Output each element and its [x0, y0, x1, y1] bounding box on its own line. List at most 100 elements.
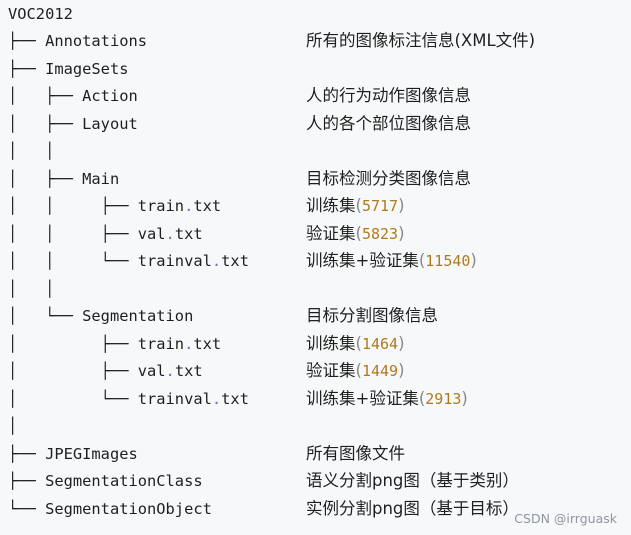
- tree-branch: │ └──: [8, 389, 138, 408]
- entry-description: 验证集(5823): [306, 222, 405, 246]
- tree-branch: │ ├──: [8, 87, 83, 105]
- entry-name: trainval: [137, 252, 212, 270]
- description-text: 训练集+验证集: [306, 251, 419, 270]
- entry-description: 训练集+验证集(11540): [306, 249, 477, 273]
- entry-name: val: [137, 224, 166, 243]
- ext-dot: .: [211, 252, 222, 270]
- tree-branch: └──: [8, 499, 46, 518]
- entry-description: 所有图像文件: [306, 442, 405, 466]
- description-text: 人的行为动作图像信息: [306, 86, 471, 105]
- count-close-paren: ): [398, 333, 405, 353]
- ext-dot: .: [165, 362, 175, 380]
- entry-ext: txt: [193, 334, 222, 353]
- description-text: 实例分割png图（基于目标）: [306, 498, 519, 518]
- tree-branch: │ └──: [8, 307, 83, 325]
- image-count: 2913: [425, 389, 462, 408]
- image-count: 11540: [425, 252, 471, 270]
- description-text: 人的各个部位图像信息: [306, 113, 471, 133]
- entry-description: 训练集(1464): [306, 332, 405, 356]
- tree-branch: │ ├──: [8, 334, 138, 353]
- ext-dot: .: [211, 389, 222, 408]
- entry-name: train: [137, 197, 185, 215]
- description-text: 训练集: [306, 196, 356, 215]
- entry-name: SegmentationClass: [45, 472, 203, 490]
- entry-description: 训练集+验证集(2913): [306, 387, 468, 411]
- count-open-paren: (: [355, 333, 362, 353]
- tree-line: │ ├── val.txt: [8, 359, 203, 383]
- tree-branch: │ ├──: [8, 169, 83, 188]
- entry-ext: txt: [193, 197, 222, 215]
- tree-line: ├── Annotations: [8, 29, 147, 53]
- entry-ext: txt: [174, 362, 203, 380]
- entry-name: trainval: [137, 389, 212, 408]
- tree-branch: │ │ └──: [8, 252, 138, 270]
- tree-line: │ ├── Action: [8, 84, 138, 108]
- tree-branch: │ │ ├──: [8, 224, 138, 243]
- entry-name: SegmentationObject: [45, 499, 212, 518]
- entry-name: train: [137, 334, 185, 353]
- description-text: 验证集: [306, 223, 356, 243]
- tree-branch: ├──: [8, 472, 46, 490]
- ext-dot: .: [165, 224, 175, 243]
- tree-branch: ├──: [8, 59, 46, 78]
- entry-name: Segmentation: [82, 307, 194, 325]
- image-count: 1464: [361, 334, 399, 353]
- entry-name: Action: [82, 87, 138, 105]
- tree-line: ├── SegmentationClass: [8, 469, 203, 493]
- entry-ext: txt: [221, 252, 249, 270]
- ext-dot: .: [184, 334, 194, 353]
- description-text: 验证集: [306, 361, 356, 380]
- tree-line: │ │ └── trainval.txt: [8, 249, 249, 273]
- entry-name: val: [137, 362, 166, 380]
- entry-description: 所有的图像标注信息(XML文件): [306, 29, 535, 53]
- entry-description: 验证集(1449): [306, 359, 405, 383]
- count-open-paren: (: [418, 388, 426, 408]
- count-close-paren: ): [470, 251, 477, 270]
- description-text: 训练集+验证集: [306, 388, 419, 408]
- tree-line: │ │ ├── val.txt: [8, 222, 203, 246]
- entry-description: 人的各个部位图像信息: [306, 112, 471, 136]
- tree-branch: ├──: [8, 32, 46, 50]
- entry-name: ImageSets: [45, 59, 129, 78]
- description-text: 目标分割图像信息: [306, 306, 438, 325]
- tree-branch: │: [8, 417, 18, 435]
- count-open-paren: (: [418, 251, 426, 270]
- entry-name: Layout: [82, 114, 138, 133]
- image-count: 5823: [361, 224, 399, 243]
- description-text: 训练集: [306, 333, 356, 353]
- count-close-paren: ): [398, 361, 405, 380]
- entry-name: JPEGImages: [45, 444, 138, 463]
- image-count: 1449: [361, 362, 399, 380]
- entry-description: 人的行为动作图像信息: [306, 84, 471, 108]
- count-open-paren: (: [355, 196, 362, 215]
- tree-line: ├── ImageSets: [8, 57, 128, 81]
- entry-ext: txt: [174, 224, 203, 243]
- count-open-paren: (: [355, 223, 362, 243]
- count-close-paren: ): [461, 388, 468, 408]
- entry-ext: txt: [221, 389, 249, 408]
- watermark: CSDN @irrguask: [514, 511, 617, 526]
- entry-description: 训练集(5717): [306, 194, 405, 218]
- description-text: 目标检测分类图像信息: [306, 168, 471, 188]
- tree-branch: │ ├──: [8, 114, 83, 133]
- tree-line: │ │: [8, 139, 54, 163]
- image-count: 5717: [361, 197, 399, 215]
- tree-branch: │ │: [8, 142, 55, 160]
- entry-description: 实例分割png图（基于目标）: [306, 497, 519, 521]
- tree-line: │ ├── train.txt: [8, 332, 221, 356]
- tree-branch: │ │ ├──: [8, 197, 138, 215]
- entry-description: 目标检测分类图像信息: [306, 167, 471, 191]
- tree-line: │ │: [8, 277, 54, 301]
- tree-root: VOC2012: [8, 5, 73, 23]
- count-open-paren: (: [355, 361, 362, 380]
- tree-line: └── SegmentationObject: [8, 497, 212, 521]
- tree-line: │: [8, 414, 17, 438]
- entry-name: Main: [82, 169, 120, 188]
- tree-line: │ │ ├── train.txt: [8, 194, 221, 218]
- tree-branch: ├──: [8, 444, 46, 463]
- tree-branch: │ │: [8, 279, 55, 298]
- tree-branch: │ ├──: [8, 362, 138, 380]
- entry-description: 语义分割png图（基于类别）: [306, 469, 519, 493]
- entry-description: 目标分割图像信息: [306, 304, 438, 328]
- tree-line: │ ├── Layout: [8, 112, 138, 136]
